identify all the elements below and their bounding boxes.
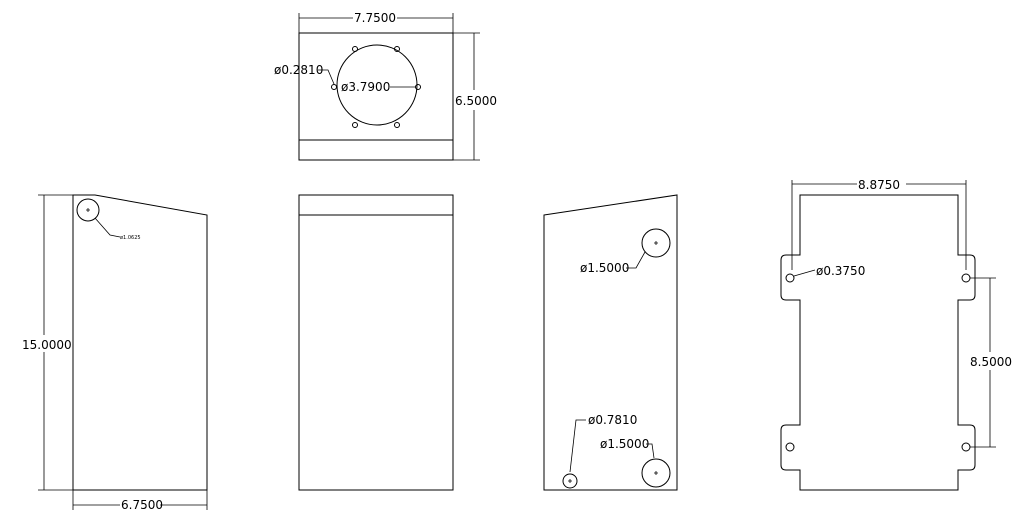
right-side-outline [543,194,678,491]
lower-hole-diameter-label: ø1.5000 [600,437,649,451]
flat-width-dimension: 8.8750 [858,178,900,192]
hole-spacing-dimension: 8.5000 [970,355,1012,369]
top-width-dimension: 7.7500 [354,11,396,25]
mounting-holes [785,273,971,452]
top-view: 7.7500 6.5000 ø0.2810 ø3.7900 [274,11,497,161]
left-height-dimension: 15.0000 [22,338,72,352]
small-hole-diameter-label: ø0.2810 [274,63,323,77]
left-width-dimension: 6.7500 [121,498,163,510]
large-hole-diameter-label: ø3.7900 [341,80,390,94]
top-height-dimension: 6.5000 [455,94,497,108]
flat-pattern-outline [780,194,976,491]
right-side-view: ø1.5000 ø0.7810 ø1.5000 [543,194,678,491]
front-view [298,194,454,491]
left-hole-diameter-label: ø1.0625 [120,235,141,241]
top-view-outline [298,32,454,161]
front-view-outline [298,194,454,491]
left-hole [76,198,100,222]
left-side-outline [72,194,208,491]
flat-hole-diameter-label: ø0.3750 [816,264,865,278]
upper-hole-diameter-label: ø1.5000 [580,261,629,275]
small-hole-diameter-label-right: ø0.7810 [588,413,637,427]
flat-pattern-view: 8.8750 8.5000 ø0.3750 [780,178,1012,491]
left-side-view: ø1.0625 15.0000 6.7500 [22,194,208,510]
